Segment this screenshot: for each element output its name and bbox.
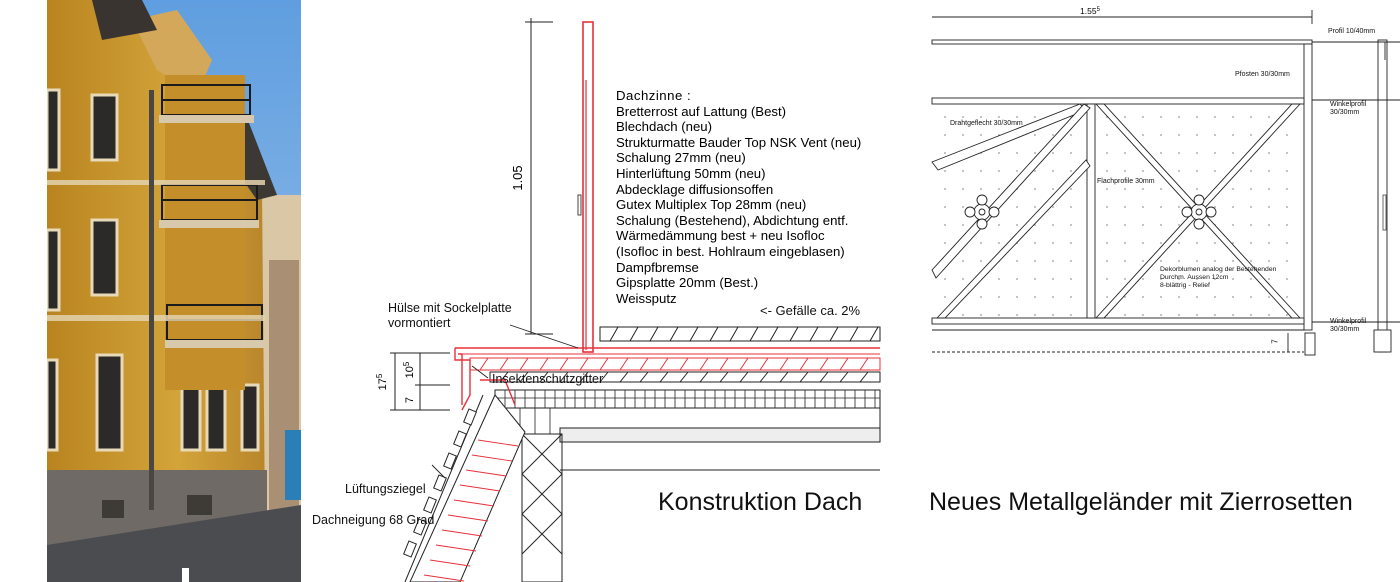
angle-bottom-label: Winkelprofil 30/30mm: [1330, 318, 1366, 334]
dim-17-label: 175: [375, 373, 389, 390]
sleeve-label: Hülse mit Sockelplatte vormontiert: [388, 301, 512, 331]
layer-item: Gipsplatte 20mm (Best.): [616, 275, 759, 291]
eave-dimensions: [390, 352, 450, 411]
deco-line: 8-blättrig - Relief: [1160, 282, 1210, 289]
angle-top-line: Winkelprofil: [1330, 101, 1367, 108]
roof-deck: [455, 326, 881, 471]
pitched-roof: [403, 394, 526, 582]
railing-elevation-drawing: 1.555: [931, 6, 1400, 356]
sleeve-label-line: vormontiert: [388, 316, 451, 330]
rosette-left: [964, 194, 1000, 230]
layer-item: Hinterlüftung 50mm (neu): [616, 165, 766, 181]
dim-7-label: 7: [404, 397, 416, 403]
angle-top-line: 30/30mm: [1330, 109, 1360, 116]
layer-item: Weissputz: [616, 290, 677, 306]
layer-item: Abdecklage diffusionsoffen: [616, 181, 774, 197]
layer-item: Schalung (Bestehend), Abdichtung entf.: [616, 212, 849, 228]
layer-item: Gutex Multiplex Top 28mm (neu): [616, 197, 807, 213]
layer-list: Dachzinne : Bretterrost auf Lattung (Bes…: [616, 88, 861, 306]
rosette-right: [1181, 194, 1217, 230]
angle-bottom-line: 30/30mm: [1330, 326, 1360, 333]
slope-label: <- Gefälle ca. 2%: [760, 303, 861, 318]
insect-screen-label: Insektenschutzgitter: [492, 372, 604, 386]
layer-item: (Isofloc in best. Hohlraum eingeblasen): [616, 243, 845, 259]
layer-item: Strukturmatte Bauder Top NSK Vent (neu): [616, 134, 862, 150]
railing-post: [577, 21, 594, 353]
deco-rosette-label: Dekorblumen analog der Bestehenden Durch…: [1160, 266, 1276, 290]
vent-tile-label: Lüftungsziegel: [345, 482, 426, 496]
height-dimension: [525, 18, 553, 335]
layer-item: Dampfbremse: [616, 259, 699, 275]
section-caption: Konstruktion Dach: [658, 488, 863, 516]
height-dimension-label: 1.05: [510, 165, 525, 190]
width-dimension: [932, 10, 1313, 24]
roof-section-drawing: 1.05: [375, 18, 881, 582]
angle-bottom-line: Winkelprofil: [1330, 318, 1367, 325]
dim-10-label: 105: [402, 361, 416, 378]
wall-column: [521, 433, 563, 582]
layer-item: Wärmedämmung best + neu Isofloc: [616, 228, 825, 244]
post-label: Pfosten 30/30mm: [1235, 71, 1290, 78]
railing-caption: Neues Metallgeländer mit Zierrosetten: [929, 488, 1353, 516]
roof-pitch-label: Dachneigung 68 Grad: [312, 513, 435, 527]
profile-top-label: Profil 10/40mm: [1328, 28, 1376, 35]
layer-item: Schalung 27mm (neu): [616, 150, 746, 166]
dim-bottom-label: 7: [1270, 339, 1280, 344]
width-dimension-label: 1.555: [1080, 6, 1101, 16]
eave-flashing: [454, 348, 516, 411]
sleeve-label-line: Hülse mit Sockelplatte: [388, 301, 512, 315]
layer-item: Blechdach (neu): [616, 119, 713, 135]
layer-item: Bretterrost auf Lattung (Best): [616, 103, 787, 119]
flat-profile-label: Flachprofile 30mm: [1097, 178, 1155, 185]
layer-list-title: Dachzinne :: [616, 88, 692, 103]
deco-line: Dekorblumen analog der Bestehenden: [1160, 266, 1277, 273]
wire-mesh-label: Drahtgeflecht 30/30mm: [950, 120, 1023, 127]
angle-top-label: Winkelprofil 30/30mm: [1330, 101, 1366, 117]
deco-line: Durchm. Aussen 12cm: [1160, 274, 1229, 281]
building-photo: [47, 0, 301, 582]
